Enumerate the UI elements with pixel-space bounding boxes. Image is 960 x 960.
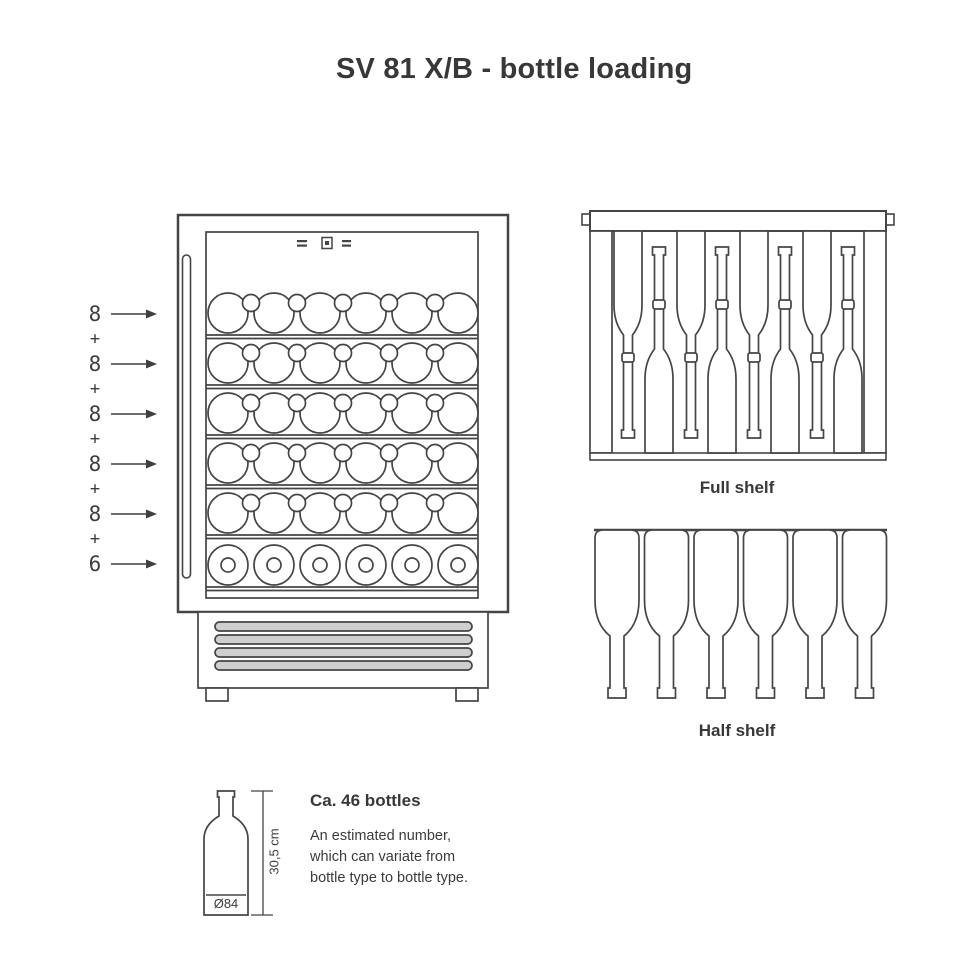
shelf-count-label: 8 (88, 401, 102, 426)
plus-label: + (89, 478, 101, 499)
shelf-count-column: 8 + 8 + 8 + 8 + 8 + 6 (82, 301, 157, 576)
shelf-count-label: 8 (88, 501, 102, 526)
full-shelf-diagram (581, 210, 895, 461)
shelf-count-row: 8 (82, 451, 157, 476)
height-dimension-line (251, 790, 273, 916)
full-shelf-frame (581, 210, 895, 461)
plus-label: + (89, 328, 101, 349)
shelf-count-row: + (82, 376, 157, 401)
arrow-right-icon (111, 509, 157, 518)
bottle-dimension-diagram (203, 790, 273, 916)
bottle-diameter-label: Ø84 (213, 896, 239, 911)
door-handle (181, 254, 192, 579)
bottle-outline (203, 790, 249, 916)
shelf-count-label: 8 (88, 451, 102, 476)
cabinet-foot (205, 687, 229, 702)
shelf-count-row: 8 (82, 501, 157, 526)
cabinet-foot (455, 687, 479, 702)
arrow-right-icon (111, 459, 157, 468)
half-shelf-diagram (594, 528, 888, 699)
control-panel-icons (297, 236, 351, 250)
arrow-right-icon (111, 359, 157, 368)
capacity-description: An estimated number, which can variate f… (310, 826, 468, 889)
capacity-line: bottle type to bottle type. (310, 870, 468, 886)
plus-label: + (89, 528, 101, 549)
shelf-count-row: 6 (82, 551, 157, 576)
plus-label: + (89, 428, 101, 449)
full-shelf-label: Full shelf (699, 478, 775, 497)
shelf-count-row: 8 (82, 401, 157, 426)
capacity-heading: Ca. 46 bottles (310, 791, 421, 810)
standing-bottle-row (206, 544, 479, 592)
shelf-count-row: 8 (82, 301, 157, 326)
arrow-right-icon (111, 559, 157, 568)
full-shelf-bottles (613, 230, 863, 454)
plus-label: + (89, 378, 101, 399)
capacity-line: which can variate from (310, 849, 456, 865)
capacity-line: An estimated number, (310, 828, 452, 844)
half-shelf-bottles (594, 529, 888, 699)
base-ventilation-grille (197, 611, 489, 702)
shelf-count-row: + (82, 426, 157, 451)
shelf-count-row: + (82, 526, 157, 551)
arrow-right-icon (111, 409, 157, 418)
shelf-count-row: 8 (82, 351, 157, 376)
arrow-right-icon (111, 309, 157, 318)
wine-cabinet-front-view (176, 213, 510, 702)
shelf-count-row: + (82, 326, 157, 351)
shelf-count-label: 8 (88, 351, 102, 376)
bottle-height-label: 30,5 cm (266, 828, 282, 875)
page-title: SV 81 X/B - bottle loading (336, 53, 693, 85)
shelf-count-label: 8 (88, 301, 102, 326)
shelf-count-label: 6 (88, 551, 102, 576)
shelf-count-row: + (82, 476, 157, 501)
half-shelf-label: Half shelf (698, 721, 776, 740)
